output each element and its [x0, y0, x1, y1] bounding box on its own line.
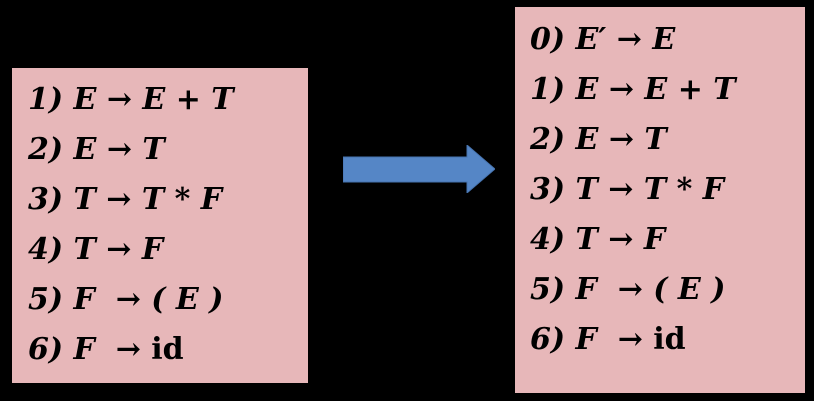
- grammar-rule: 5) F → ( E ): [530, 265, 805, 315]
- grammar-rule: 5) F → ( E ): [28, 275, 308, 325]
- rule-terminal: id: [151, 332, 184, 367]
- rule-text: 6) F →: [28, 332, 152, 367]
- rule-text: 1) E → E + T: [28, 82, 234, 117]
- rule-terminal: id: [653, 322, 686, 357]
- rule-text: 0) E′ → E: [530, 22, 676, 57]
- rule-text: 2) E → T: [530, 122, 667, 157]
- rule-text: 3) T → T * F: [530, 172, 725, 207]
- grammar-rule: 3) T → T * F: [530, 165, 805, 215]
- rule-text: 5) F → ( E ): [530, 272, 726, 307]
- original-grammar-box: 1) E → E + T 2) E → T 3) T → T * F 4) T …: [12, 68, 308, 383]
- grammar-rule: 1) E → E + T: [28, 75, 308, 125]
- grammar-rule: 1) E → E + T: [530, 65, 805, 115]
- grammar-rule: 2) E → T: [28, 125, 308, 175]
- grammar-rule: 4) T → F: [28, 225, 308, 275]
- grammar-rule: 0) E′ → E: [530, 15, 805, 65]
- grammar-rule: 6) F → id: [28, 325, 308, 375]
- grammar-rule: 2) E → T: [530, 115, 805, 165]
- rule-text: 3) T → T * F: [28, 182, 223, 217]
- grammar-rule: 4) T → F: [530, 215, 805, 265]
- rule-text: 4) T → F: [530, 222, 666, 257]
- grammar-rule: 3) T → T * F: [28, 175, 308, 225]
- grammar-rule: 6) F → id: [530, 315, 805, 365]
- right-arrow-icon: [343, 145, 495, 193]
- rule-text: 6) F →: [530, 322, 654, 357]
- rule-text: 4) T → F: [28, 232, 164, 267]
- augmented-grammar-box: 0) E′ → E 1) E → E + T 2) E → T 3) T → T…: [515, 7, 805, 393]
- rule-text: 1) E → E + T: [530, 72, 736, 107]
- rule-text: 2) E → T: [28, 132, 165, 167]
- rule-text: 5) F → ( E ): [28, 282, 224, 317]
